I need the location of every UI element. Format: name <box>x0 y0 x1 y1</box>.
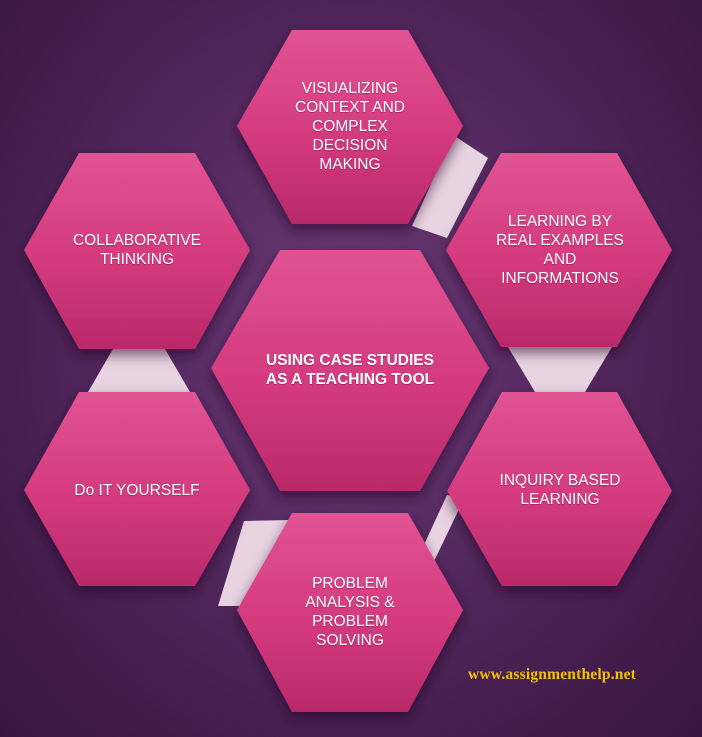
hex-center <box>211 250 489 491</box>
hex-visualizing <box>237 30 463 224</box>
hexagons <box>24 30 672 712</box>
label-collaborative: COLLABORATIVE THINKING <box>72 232 202 268</box>
hex-inquiry <box>447 392 672 586</box>
watermark-url: www.assignmenthelp.net <box>468 666 637 683</box>
label-problem-analysis: PROBLEM ANALYSIS & PROBLEM SOLVING <box>305 575 395 649</box>
connector-bottom-left <box>218 520 290 606</box>
label-visualizing: VISUALIZING CONTEXT AND COMPLEX DECISION… <box>295 79 405 173</box>
connector-top-right <box>412 135 488 238</box>
hex-learning-real-examples <box>446 153 672 347</box>
connector-left <box>88 349 190 392</box>
connectors <box>88 135 612 606</box>
connector-right <box>508 347 612 392</box>
hex-problem-analysis <box>237 513 463 712</box>
center-title: USING CASE STUDIES AS A TEACHING TOOL <box>265 352 435 388</box>
label-learning-real-examples: LEARNING BY REAL EXAMPLES AND INFORMATIO… <box>496 213 624 287</box>
hex-collaborative <box>24 153 250 349</box>
hex-do-it-yourself <box>24 392 250 586</box>
label-do-it-yourself: Do IT YOURSELF <box>74 481 200 499</box>
label-inquiry: INQUIRY BASED LEARNING <box>499 472 621 508</box>
